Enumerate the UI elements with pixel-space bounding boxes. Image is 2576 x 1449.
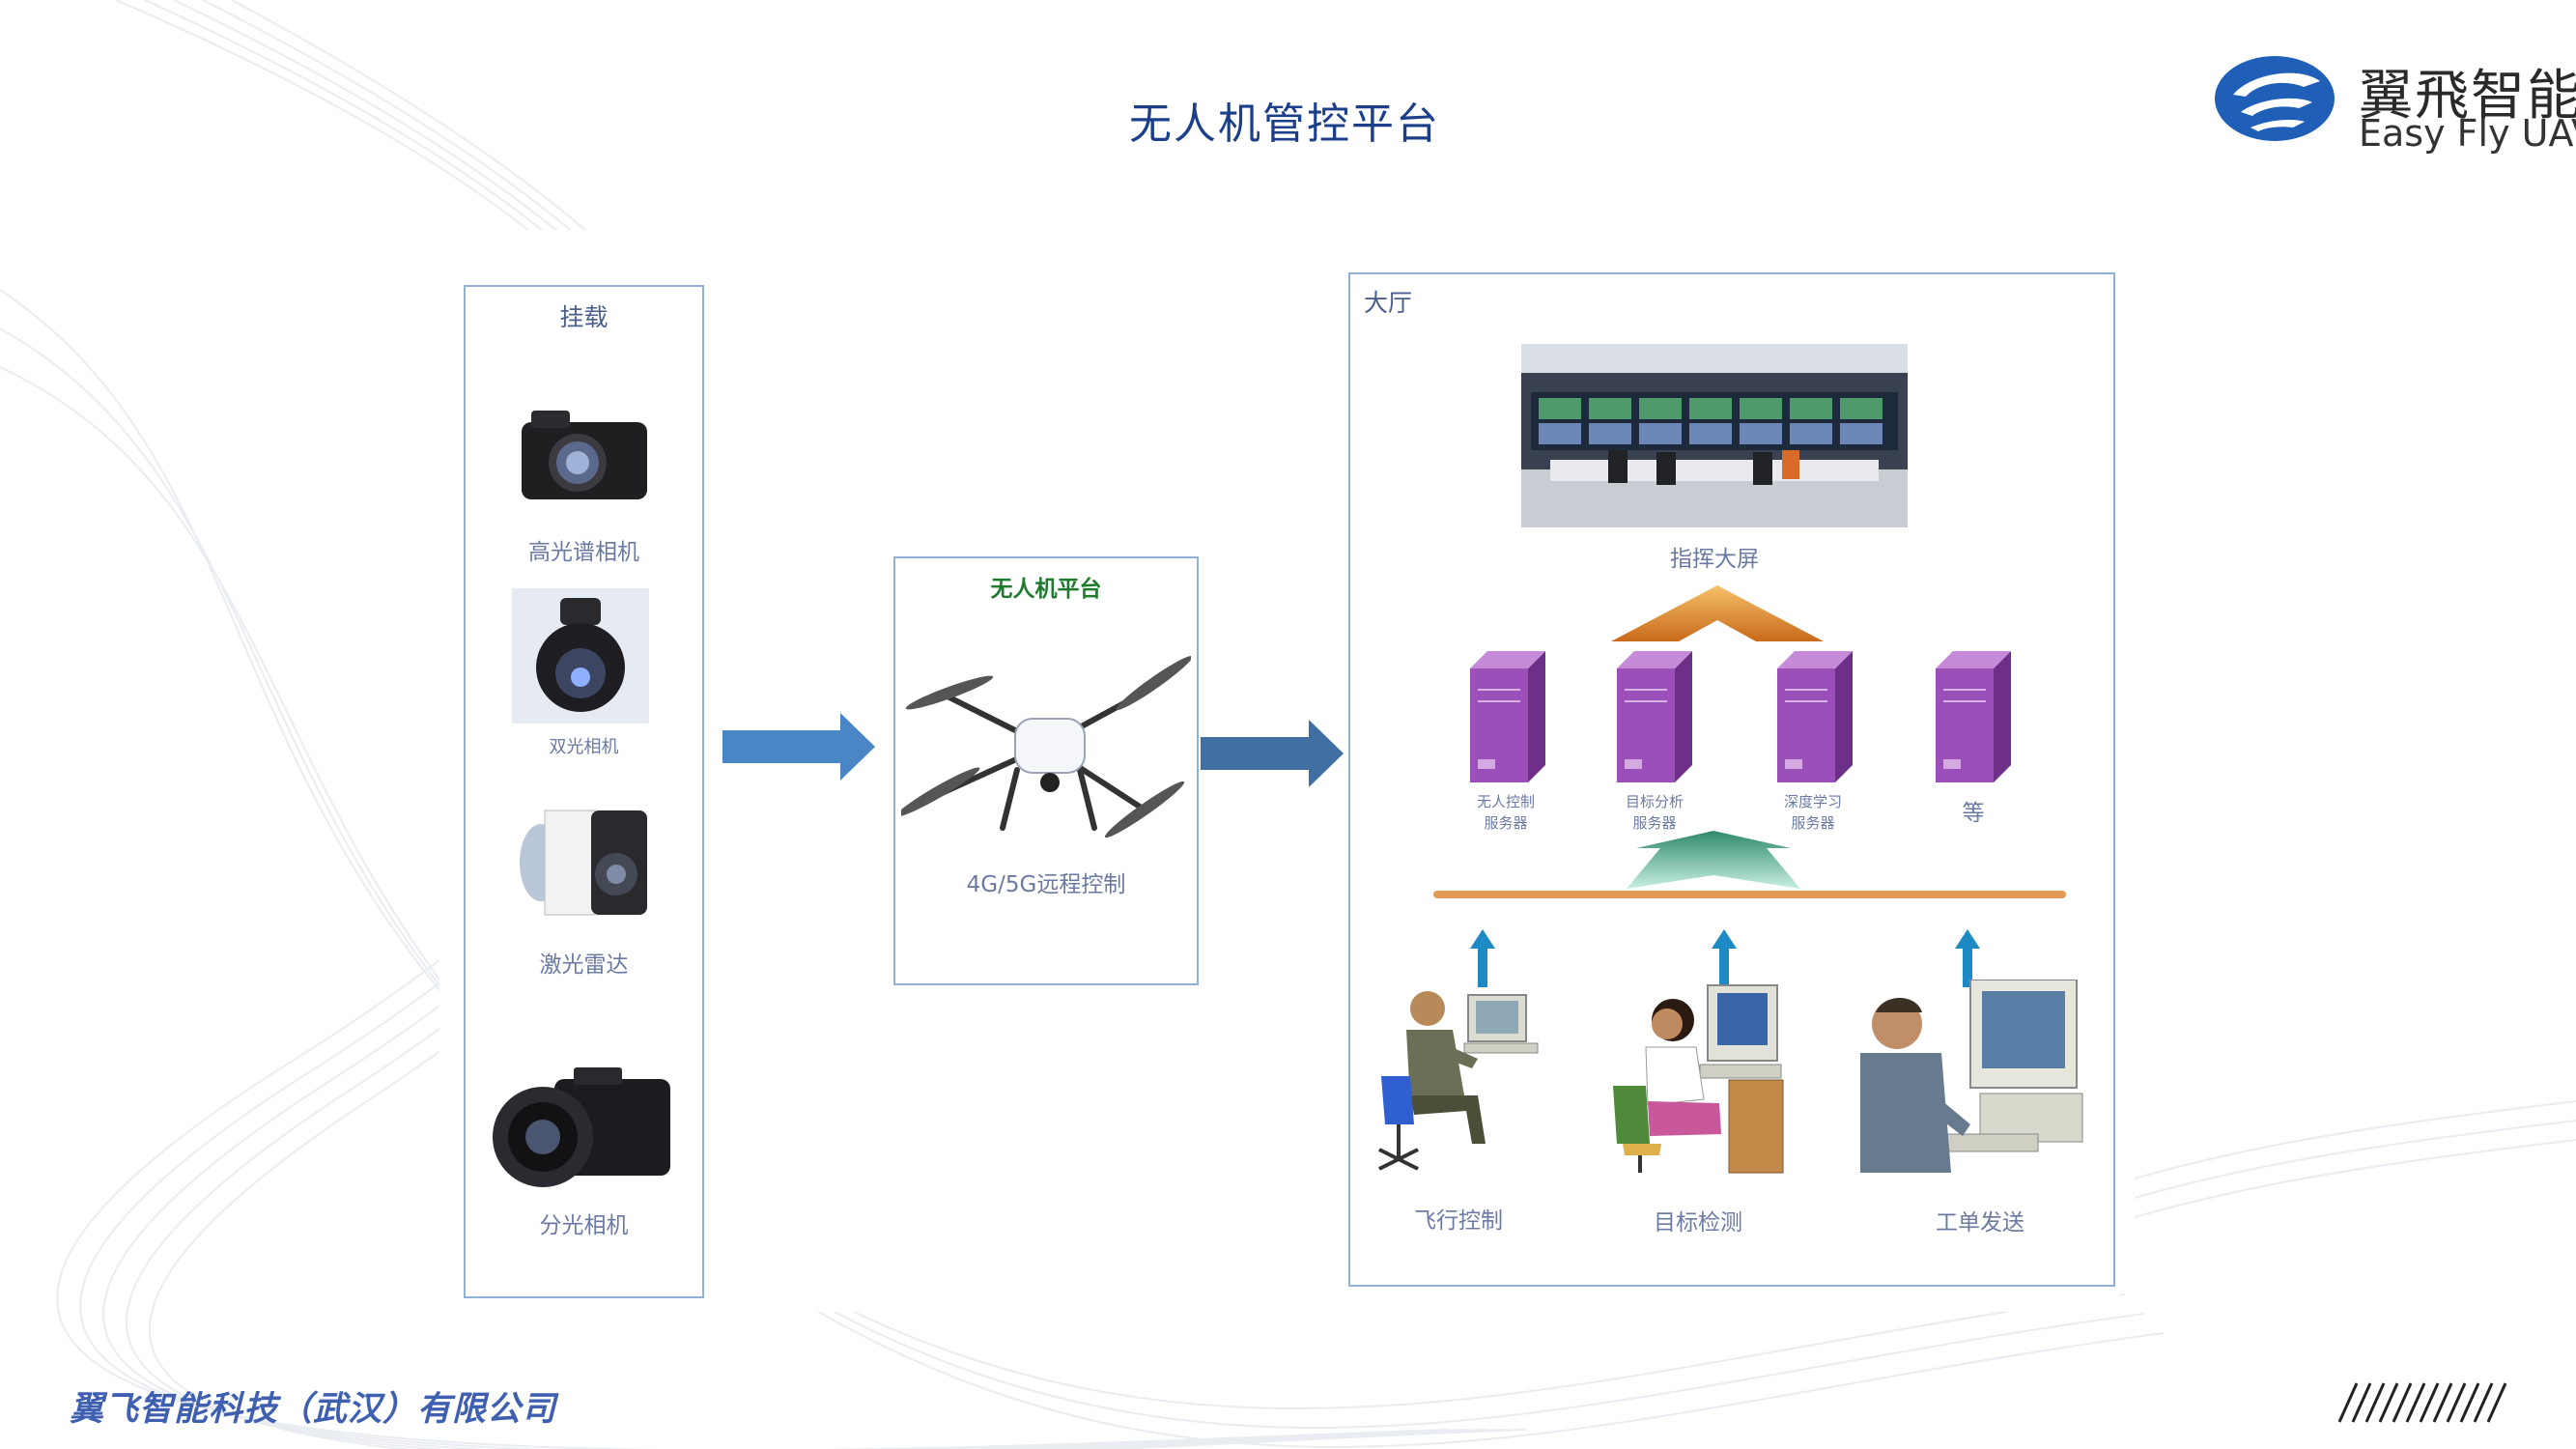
dual-light-camera-icon [512,588,649,724]
payload-item-label: 分光相机 [539,1213,629,1238]
flight-control-operator-icon [1378,991,1539,1171]
orange-up-arrow-icon [1611,585,1824,641]
page-title: 无人机管控平台 [1129,99,1440,149]
company-logo: 翼飛智能 Easy Fly UAV [2212,46,2576,162]
payload-item-label: 激光雷达 [539,952,629,978]
uav-platform-title: 无人机平台 [990,577,1102,602]
command-center-photo [1521,344,1908,527]
blue-up-arrow-icon [1470,929,1495,987]
server-label-line1: 深度学习 [1783,793,1842,810]
arrow-right-icon [1201,720,1344,787]
payload-item-label: 双光相机 [549,737,619,757]
arrow-right-icon [722,713,875,781]
server-label-line1: 目标分析 [1625,793,1684,810]
uav-platform-caption: 4G/5G远程控制 [966,872,1126,897]
command-screen-label: 指挥大屏 [1670,547,1759,572]
logo-chinese-name: 翼飛智能 [2359,65,2576,128]
easy-fly-logo-icon [2215,56,2335,141]
operator-label: 目标检测 [1654,1210,1742,1236]
target-detection-operator-icon [1613,984,1784,1174]
server-label-line2: 服务器 [1632,814,1677,832]
hall-title: 大厅 [1364,289,1413,317]
slash-decoration [2337,1382,2507,1423]
payload-item-label: 高光谱相机 [528,540,639,565]
hall-box: 大厅 指挥大屏 [1348,272,2115,1287]
spectral-camera-icon [493,1067,670,1187]
work-order-operator-icon [1860,980,2083,1173]
server-icon [1617,651,1692,782]
footer-company-name: 翼飞智能科技（武汉）有限公司 [70,1390,557,1429]
blue-up-arrow-icon [1712,929,1737,987]
server-icon [1470,651,1545,782]
lidar-icon [520,810,647,916]
operator-label: 工单发送 [1936,1210,2024,1236]
logo-english-name: Easy Fly UAV [2359,112,2576,155]
server-label-line2: 服务器 [1484,814,1528,832]
server-icon [1777,651,1853,782]
payload-title: 挂载 [559,303,609,331]
payload-box: 挂载 高光谱相机 双光相机 激光雷达 分光相机 [464,285,704,1298]
uav-platform-box: 无人机平台 4G/5G远程控制 [893,556,1199,985]
operator-label: 飞行控制 [1414,1208,1503,1234]
server-label-line1: 无人控制 [1476,793,1535,810]
servers-more-label: 等 [1962,801,1985,826]
server-label-line2: 服务器 [1791,814,1835,832]
green-up-arrow-icon [1433,831,2066,898]
hyperspectral-camera-icon [522,411,647,499]
server-icon [1936,651,2011,782]
blue-up-arrow-icon [1955,929,1980,987]
drone-icon [901,656,1191,838]
